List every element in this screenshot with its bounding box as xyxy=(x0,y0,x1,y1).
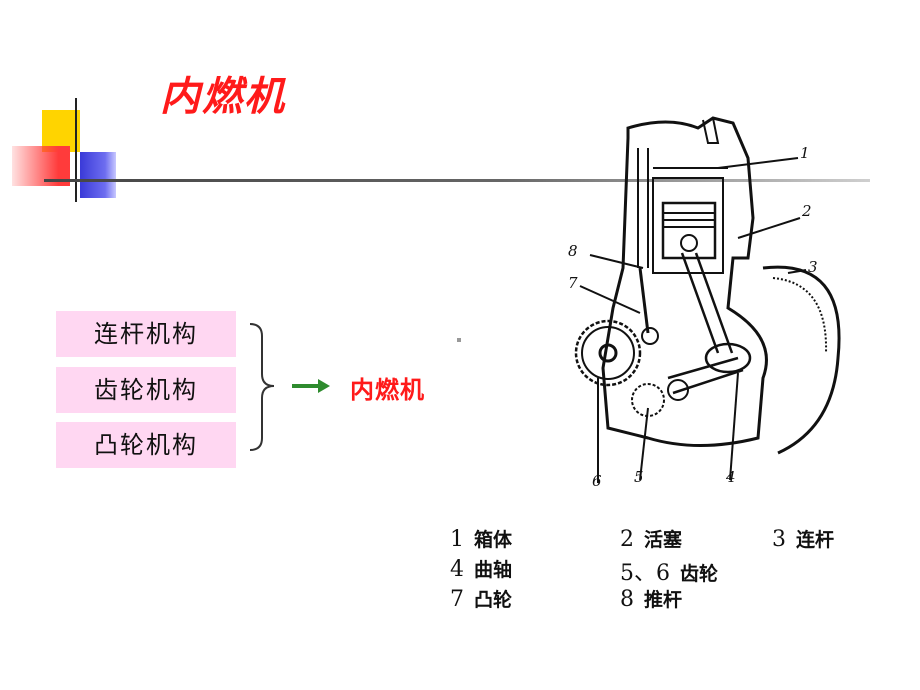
diagram-label-5: 5 xyxy=(634,468,644,486)
title-divider xyxy=(44,179,870,182)
engine-diagram: 1 2 3 4 5 6 7 8 xyxy=(568,116,841,490)
mechanism-box-linkage: 连杆机构 xyxy=(56,311,236,357)
diagram-label-4: 4 xyxy=(725,468,736,486)
decor-yellow-square xyxy=(42,110,80,152)
diagram-label-8: 8 xyxy=(568,242,578,260)
slide-title: 内燃机 xyxy=(160,73,286,120)
curly-brace-icon xyxy=(249,323,275,451)
diagram-label-2: 2 xyxy=(801,202,812,220)
decor-blue-square xyxy=(80,152,116,198)
diagram-label-7: 7 xyxy=(568,274,578,292)
diagram-label-1: 1 xyxy=(800,144,810,162)
decor-dot xyxy=(457,338,461,342)
mechanism-box-gear: 齿轮机构 xyxy=(56,367,236,413)
diagram-label-6: 6 xyxy=(592,472,602,490)
decor-vertical-line xyxy=(75,98,77,202)
result-label: 内燃机 xyxy=(350,376,425,404)
diagram-label-3: 3 xyxy=(808,258,818,276)
mechanism-box-cam: 凸轮机构 xyxy=(56,422,236,468)
arrow-right-icon xyxy=(292,379,330,393)
